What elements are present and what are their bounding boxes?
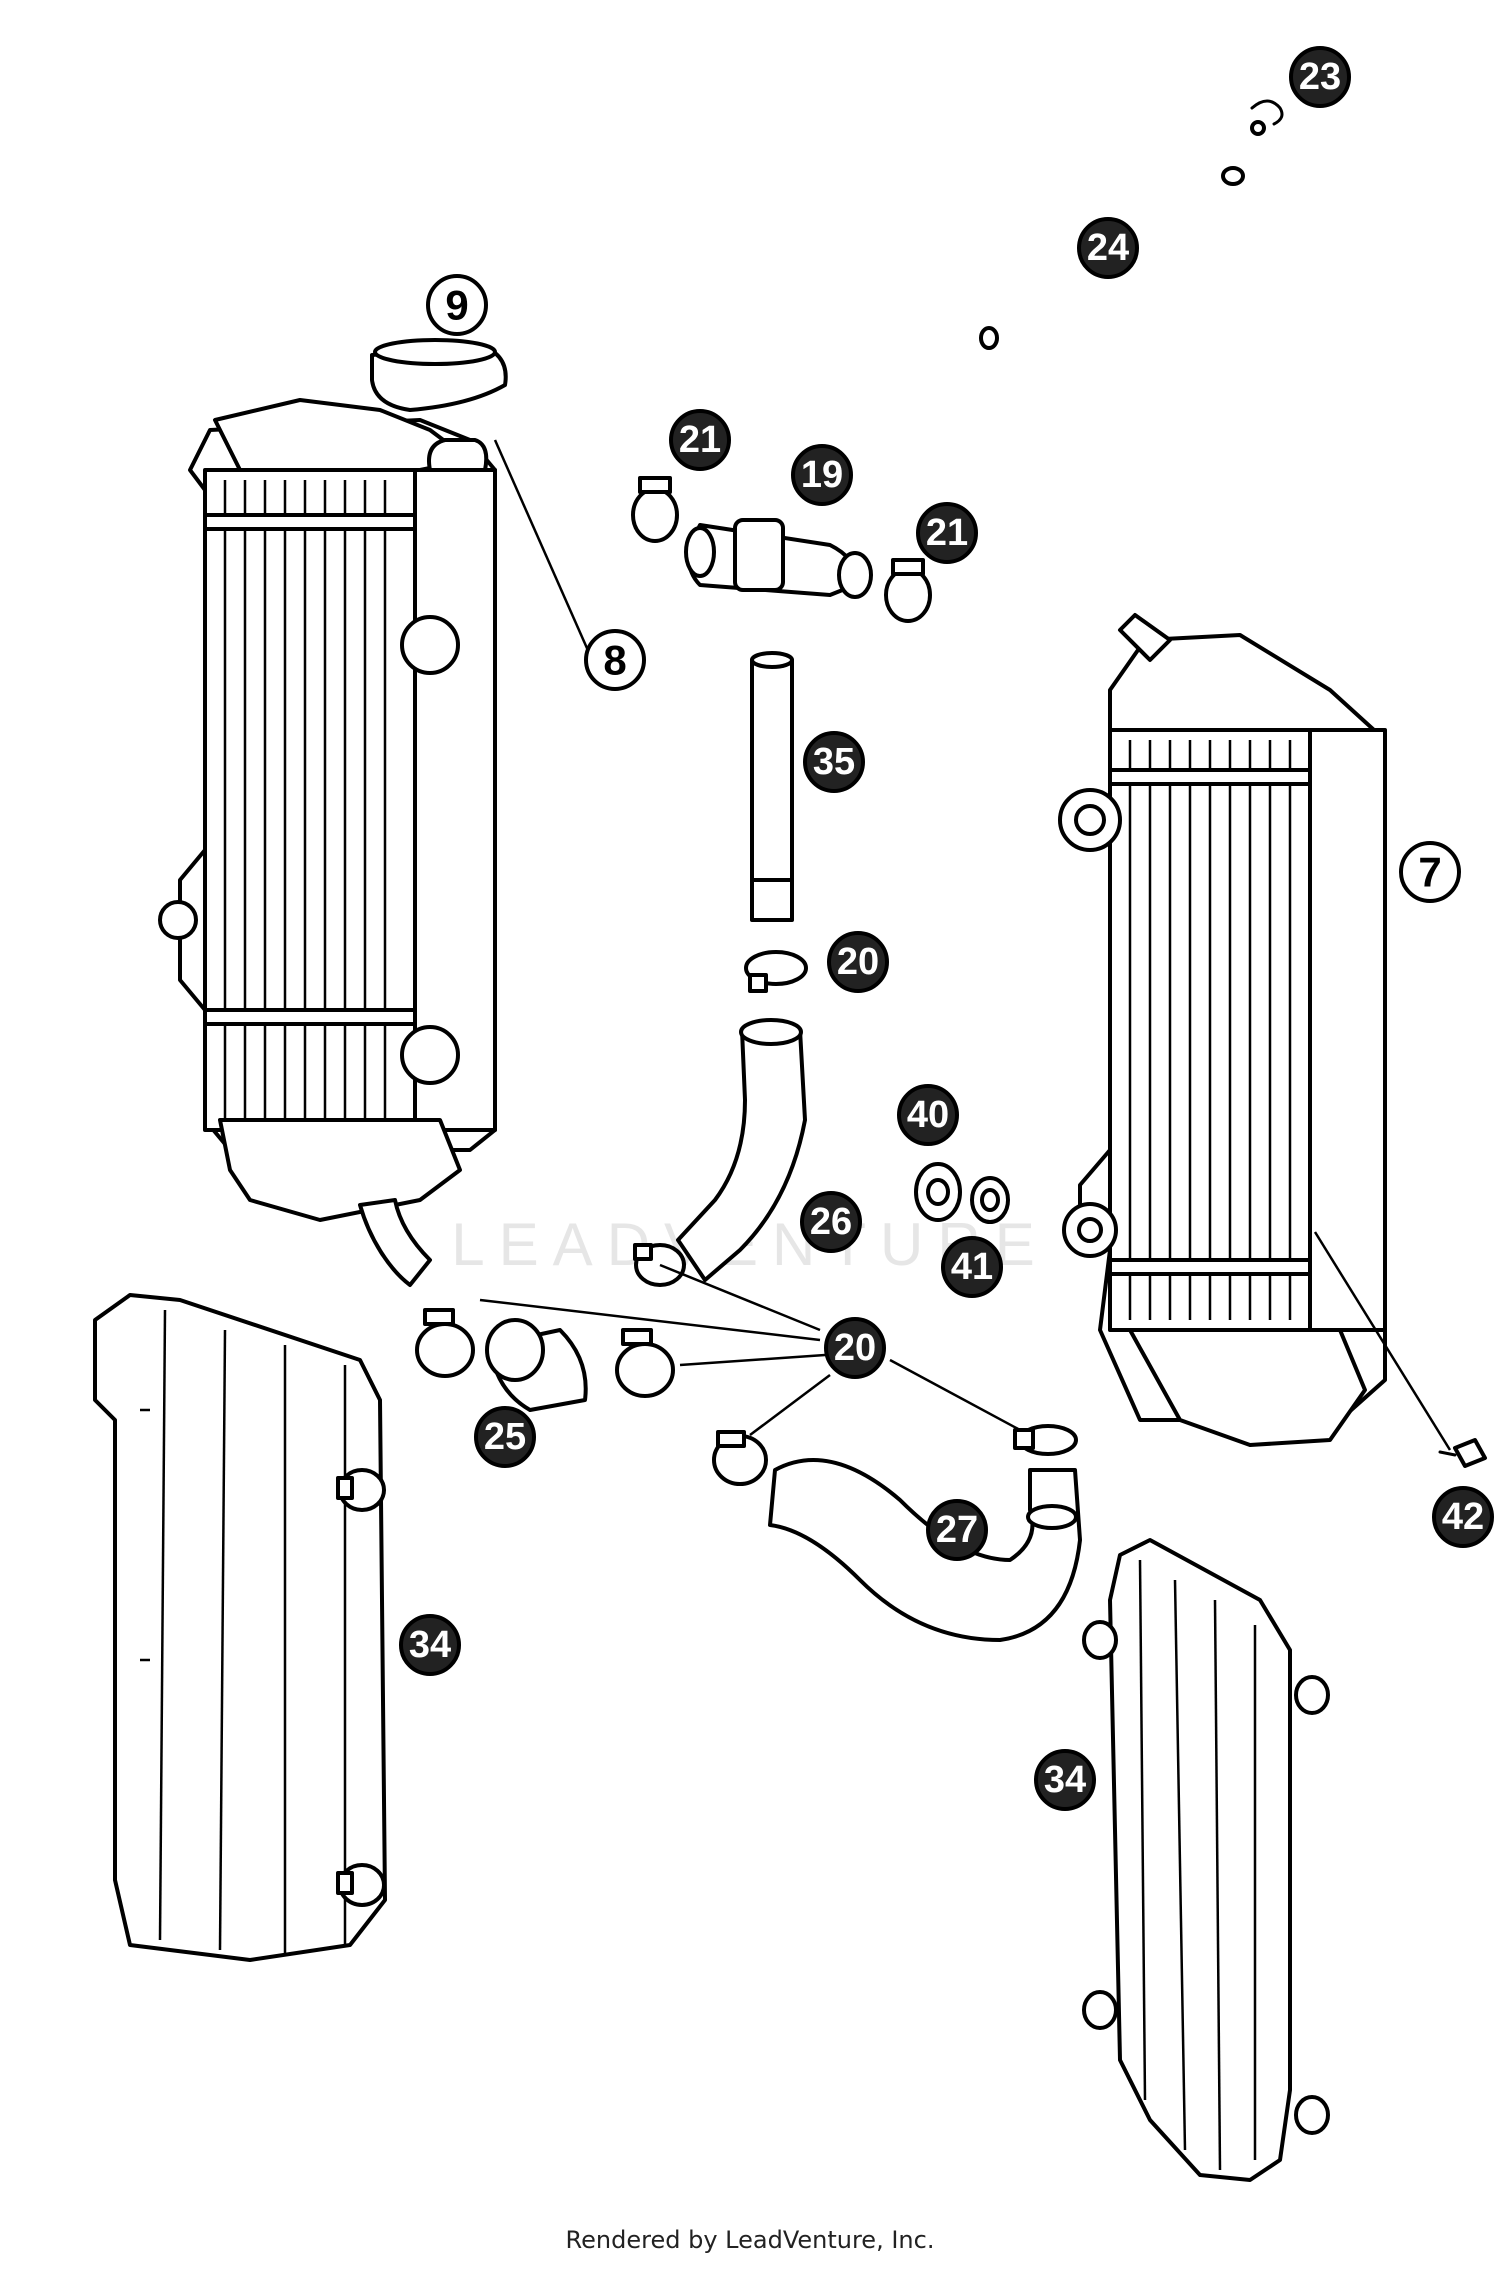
hose-connector[interactable] [684,518,873,599]
callout-25-label: 25 [484,1416,526,1458]
hose-clip[interactable] [1250,99,1284,136]
hose-clamp-left-b[interactable] [615,1328,675,1398]
callout-40-label: 40 [907,1094,949,1136]
hose-clamp-left-a[interactable] [415,1308,475,1378]
callout-41-label: 41 [951,1246,993,1288]
radiator-left[interactable] [158,398,497,1287]
callout-35-label: 35 [813,741,855,783]
radiator-right[interactable] [1058,613,1387,1447]
callout-23-label: 23 [1299,56,1341,98]
radiator-hose-lower[interactable] [768,1458,1082,1642]
shroud-mount-left-bottom [336,1863,386,1907]
callout-34-right: 34 [1034,1749,1096,1811]
callout-34-right-label: 34 [1044,1759,1086,1801]
callout-34-left: 34 [399,1614,461,1676]
footer-credit: Rendered by LeadVenture, Inc. [565,2226,935,2254]
callout-9-label: 9 [445,282,468,329]
callout-42: 42 [1432,1486,1494,1548]
callout-34-left-label: 34 [409,1624,451,1666]
radiator-hose-upper[interactable] [676,1018,807,1282]
callout-21-right: 21 [916,502,978,564]
callout-24-label: 24 [1087,227,1129,269]
leader-lines [479,439,1452,1451]
callout-41: 41 [941,1236,1003,1298]
callout-40: 40 [897,1084,959,1146]
callout-8-label: 8 [603,637,626,684]
radiator-cap[interactable] [370,338,508,412]
callout-42-label: 42 [1442,1496,1484,1538]
radiator-shroud-left[interactable] [93,1293,387,1962]
shroud-mount-right-bottom [1294,2095,1330,2135]
hose-clamp-pipe[interactable] [744,950,808,993]
hose-clamp-lower-right[interactable] [1013,1424,1078,1456]
callout-20-center: 20 [824,1317,886,1379]
callout-26-label: 26 [810,1201,852,1243]
connecting-pipe[interactable] [750,651,794,922]
callout-23: 23 [1289,46,1351,108]
callout-35: 35 [803,731,865,793]
callout-27: 27 [926,1499,988,1561]
bolt[interactable] [1438,1438,1487,1468]
callout-8: 8 [584,629,646,691]
callout-21-left: 21 [669,409,731,471]
hose-clamp-upper-hose[interactable] [633,1243,686,1287]
washer[interactable] [970,1176,1010,1224]
short-hose-section[interactable] [485,1318,588,1412]
callout-19: 19 [791,444,853,506]
callout-20-center-label: 20 [834,1327,876,1369]
shroud-mount-left-top [336,1468,386,1512]
hose-clamp-lower-left[interactable] [712,1430,768,1486]
callout-21-right-label: 21 [926,512,968,554]
rubber-grommet[interactable] [914,1162,962,1222]
callout-25: 25 [474,1406,536,1468]
hose-clamp-upper-right[interactable] [884,558,932,623]
callout-20-top: 20 [827,931,889,993]
hose-clamp-upper-left[interactable] [631,476,679,543]
callout-24: 24 [1077,217,1139,279]
callout-21-left-label: 21 [679,419,721,461]
shroud-mount-right-top [1294,1675,1330,1715]
radiator-shroud-right[interactable] [1082,1538,1330,2182]
callout-19-label: 19 [801,454,843,496]
callout-27-label: 27 [936,1509,978,1551]
callout-20-top-label: 20 [837,941,879,983]
callout-9: 9 [426,274,488,336]
callout-7: 7 [1399,841,1461,903]
callout-26: 26 [800,1191,862,1253]
callout-7-label: 7 [1418,849,1441,896]
